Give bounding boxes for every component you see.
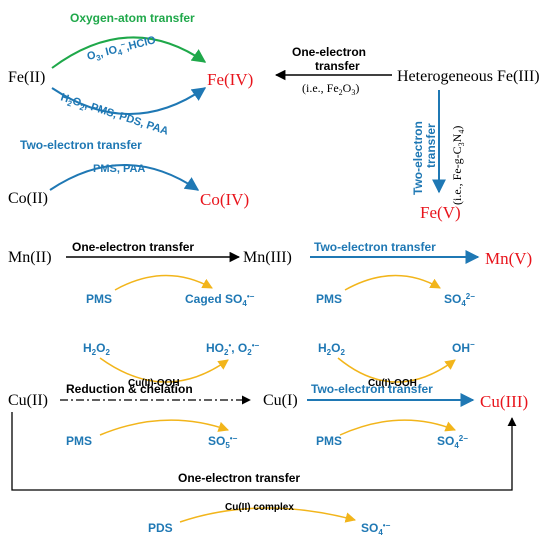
fe-v-label: Fe(V) (420, 203, 461, 222)
cu-two-electron-label: Two-electron transfer (311, 382, 433, 396)
cu-i-label: Cu(I) (263, 392, 298, 409)
oxygen-atom-transfer-label: Oxygen-atom transfer (70, 11, 195, 25)
cu-ii-label: Cu(II) (8, 392, 48, 409)
mn-pms-arrow-right (344, 274, 441, 291)
one-electron-transfer-top-line1: One-electron (292, 45, 366, 59)
cu-h2o2-right-label: H2O2 (318, 341, 345, 357)
caged-sulfate-radical-label: Caged SO4•− (185, 292, 255, 308)
cu-i-ooh-label: Cu(I)-OOH (368, 378, 417, 389)
so5-radical-label: SO5•− (208, 434, 238, 450)
oxidants-lower-label: H2O2, PMS, PDS, PAA (58, 91, 169, 139)
co-ii-label: Co(II) (8, 190, 48, 207)
cu-h2o2-arrow-right (337, 357, 456, 383)
mn-pms-arrow-left (114, 274, 213, 291)
cu-ii-ooh-label: Cu(II)-OOH (128, 378, 180, 389)
fe-iv-label: Fe(IV) (207, 70, 253, 89)
cu-h2o2-left-label: H2O2 (83, 341, 110, 357)
sulfate-ion-mn-label: SO42− (444, 292, 475, 308)
co-iv-label: Co(IV) (200, 190, 249, 209)
ho2-o2-radical-label: HO2•, O2•− (206, 341, 260, 357)
fe-g-c3n4-label: (i.e., Fe-g-C3N4) (450, 126, 466, 205)
oxygen-transfer-arrow (51, 36, 207, 69)
mn-pms-left-label: PMS (86, 292, 112, 306)
cu-pms-left-label: PMS (66, 434, 92, 448)
sulfate-radical-cu-label: SO4•− (361, 521, 391, 537)
fe2o3-example-label: (i.e., Fe2O3) (302, 81, 359, 97)
co-oxidants-label: PMS, PAA (93, 163, 145, 175)
cu-pds-label: PDS (148, 521, 173, 535)
sulfate-ion-cu-label: SO42− (437, 434, 468, 450)
heterogeneous-fe-iii-label: Heterogeneous Fe(III) (397, 68, 540, 85)
mn-two-electron-label: Two-electron transfer (314, 240, 436, 254)
fe-ii-label: Fe(II) (8, 69, 45, 86)
mn-iii-label: Mn(III) (243, 249, 292, 266)
hydroxide-label: OH− (452, 340, 475, 355)
cu-pms-arrow-left (99, 419, 229, 436)
cu-h2o2-arrow-left (99, 357, 229, 383)
one-electron-transfer-top-line2: transfer (315, 59, 360, 73)
cu-ii-complex-label: Cu(II) complex (225, 502, 294, 513)
mn-pms-right-label: PMS (316, 292, 342, 306)
mn-v-label: Mn(V) (485, 249, 532, 268)
mn-one-electron-label: One-electron transfer (72, 240, 194, 254)
peroxide-arrow (51, 87, 207, 115)
cu-one-electron-label: One-electron transfer (178, 471, 300, 485)
two-electron-transfer-co-label: Two-electron transfer (20, 138, 142, 152)
mn-ii-label: Mn(II) (8, 249, 52, 266)
cu-pms-right-label: PMS (316, 434, 342, 448)
cu-pds-arrow (179, 507, 357, 523)
reduction-chelation-label: Reduction & chelation (66, 382, 193, 396)
cu-pms-arrow-right (339, 419, 456, 436)
cu-one-electron-loop-arrow (11, 412, 517, 491)
cu-iii-label: Cu(III) (480, 392, 528, 411)
two-electron-vertical-line2: transfer (424, 123, 438, 168)
two-electron-vertical-line1: Two-electron (411, 121, 425, 195)
co-arrow (49, 164, 200, 191)
